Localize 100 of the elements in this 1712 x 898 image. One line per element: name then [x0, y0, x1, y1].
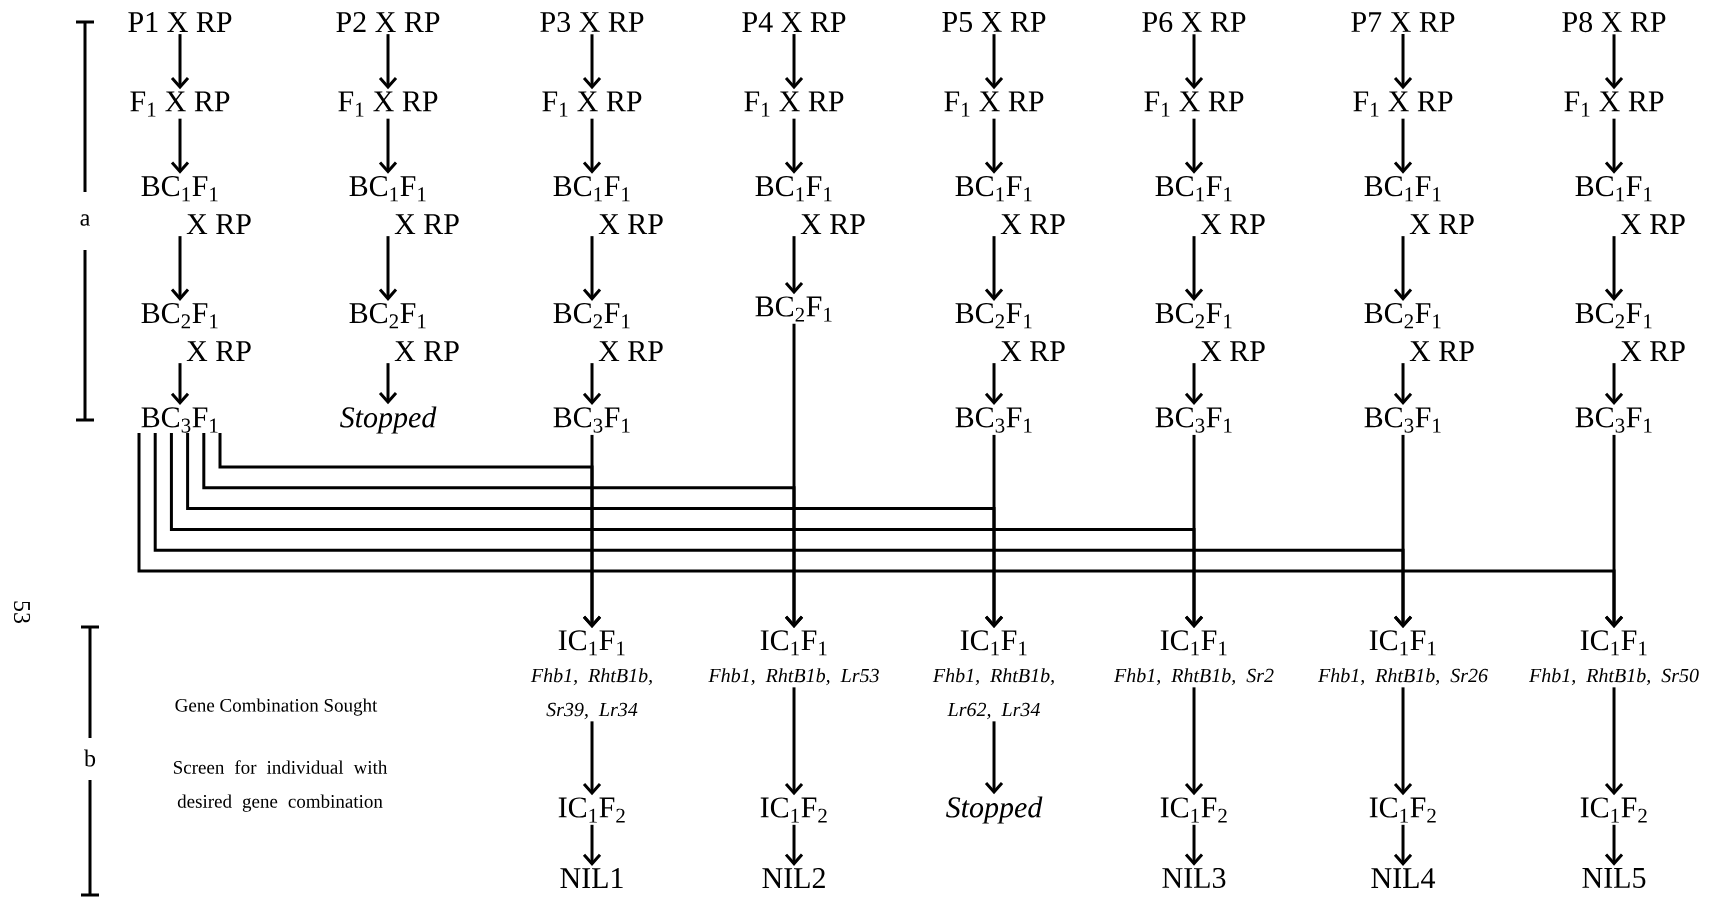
generation-label: BC$_{2}$F$_{1}$ X RP — [1155, 303, 1265, 361]
generation-label: BC$_{2}$F$_{1}$ X RP — [141, 303, 251, 361]
arrow — [784, 236, 804, 295]
section-letter: a — [80, 214, 90, 226]
generation-label: F$_{1}$ X RP — [1144, 91, 1244, 117]
generation-label: F$_{1}$ X RP — [542, 91, 642, 117]
generation-label: F$_{1}$ X RP — [130, 91, 230, 117]
generation-label: BC$_{2}$F$_{1}$ X RP — [349, 303, 459, 361]
arrow — [582, 236, 602, 301]
generation-label: P5 X RP — [942, 12, 1046, 32]
arrow — [1184, 236, 1204, 301]
arrow — [582, 363, 602, 406]
generation-label: BC$_{3}$F$_{1}$ — [1575, 407, 1652, 433]
generation-label: BC$_{1}$F$_{1}$ X RP — [1155, 176, 1265, 234]
generation-label: BC$_{2}$F$_{1}$ X RP — [1364, 303, 1474, 361]
side-note: Gene Combination Sought — [175, 698, 378, 716]
generation-label: P3 X RP — [540, 11, 644, 33]
generation-label: F$_{1}$ X RP — [338, 91, 438, 117]
arrow — [984, 236, 1004, 301]
generation-label: BC$_{2}$F$_{1}$ X RP — [553, 303, 663, 361]
arrow — [582, 824, 602, 866]
arrow — [984, 34, 1004, 90]
generation-label: IC$_{1}$F$_{1}$ Fhb1, RhtB1b, Lr53 — [708, 630, 879, 686]
generation-label: NIL3 — [1162, 867, 1226, 889]
generation-label: BC$_{1}$F$_{1}$ X RP — [349, 176, 459, 234]
generation-label: F$_{1}$ X RP — [744, 91, 844, 117]
generation-label: BC$_{2}$F$_{1}$ X RP — [1575, 303, 1685, 361]
arrow — [1393, 824, 1413, 866]
side-note: Screen for individual with desired gene combination — [173, 760, 388, 812]
arrow — [170, 236, 190, 301]
arrow — [1184, 363, 1204, 406]
generation-label: P8 X RP — [1562, 11, 1666, 33]
generation-label: P7 X RP — [1351, 12, 1455, 32]
generation-label: NIL4 — [1371, 868, 1436, 888]
generation-label: IC$_{1}$F$_{1}$ Fhb1, RhtB1b, Sr2 — [1113, 630, 1274, 686]
arrow — [378, 34, 398, 90]
generation-label: IC$_{1}$F$_{1}$ Fhb1, RhtB1b, Sr39, Lr34 — [530, 630, 652, 720]
arrow — [1604, 118, 1624, 174]
generation-label: NIL5 — [1582, 868, 1646, 888]
arrow — [582, 434, 602, 628]
arrow — [784, 687, 804, 796]
arrow — [582, 34, 602, 90]
arrow — [1393, 434, 1413, 628]
arrow — [1393, 236, 1413, 301]
arrow — [984, 721, 1004, 795]
generation-label: IC$_{1}$F$_{2}$ — [1160, 797, 1227, 823]
generation-label: P6 X RP — [1142, 11, 1246, 33]
generation-label: F$_{1}$ X RP — [1564, 91, 1664, 117]
generation-label: IC$_{1}$F$_{1}$ Fhb1, RhtB1b, Lr62, Lr34 — [932, 630, 1054, 720]
arrow — [784, 824, 804, 866]
arrow — [1184, 434, 1204, 628]
generation-label: IC$_{1}$F$_{1}$ Fhb1, RhtB1b, Sr26 — [1317, 630, 1488, 686]
generation-label: BC$_{1}$F$_{1}$ X RP — [755, 176, 865, 234]
stopped-label: Stopped — [340, 406, 437, 434]
generation-label: BC$_{3}$F$_{1}$ — [141, 407, 218, 433]
generation-label: P4 X RP — [742, 12, 846, 32]
generation-label: BC$_{3}$F$_{1}$ — [1155, 407, 1232, 433]
generation-label: BC$_{1}$F$_{1}$ X RP — [141, 176, 251, 234]
generation-label: BC$_{2}$F$_{1}$ X RP — [955, 303, 1065, 361]
section-letter: b — [84, 749, 96, 767]
arrow — [1604, 34, 1624, 90]
arrow — [378, 363, 398, 405]
generation-label: BC$_{1}$F$_{1}$ X RP — [1364, 176, 1474, 234]
generation-label: P2 X RP — [336, 12, 440, 32]
generation-label: IC$_{1}$F$_{1}$ Fhb1, RhtB1b, Sr50 — [1528, 630, 1699, 686]
arrow — [1184, 687, 1204, 796]
generation-label: BC$_{3}$F$_{1}$ — [553, 407, 630, 433]
arrow — [784, 34, 804, 90]
generation-label: BC$_{2}$F$_{1}$ — [755, 296, 832, 322]
arrow — [1393, 34, 1413, 90]
arrow — [1393, 687, 1413, 796]
generation-label: NIL2 — [762, 868, 825, 888]
generation-label: IC$_{1}$F$_{2}$ — [1580, 797, 1647, 823]
generation-label: NIL1 — [560, 868, 623, 888]
arrow — [1604, 236, 1624, 301]
generation-label: IC$_{1}$F$_{2}$ — [558, 797, 625, 823]
arrow — [1184, 118, 1204, 174]
arrow — [170, 34, 190, 90]
generation-label: BC$_{3}$F$_{1}$ — [1364, 407, 1441, 433]
arrow — [1184, 34, 1204, 90]
arrow — [784, 118, 804, 174]
generation-label: BC$_{1}$F$_{1}$ X RP — [955, 176, 1065, 234]
arrow — [582, 118, 602, 174]
arrow — [378, 236, 398, 301]
arrow — [984, 434, 1004, 628]
page-number: 53 — [13, 601, 31, 624]
arrow — [1393, 363, 1413, 406]
generation-label: BC$_{1}$F$_{1}$ X RP — [553, 176, 663, 234]
stopped-label: Stopped — [946, 796, 1043, 824]
arrow — [984, 118, 1004, 174]
generation-label: IC$_{1}$F$_{2}$ — [760, 797, 827, 823]
arrow — [582, 721, 602, 796]
arrow — [170, 363, 190, 406]
generation-label: IC$_{1}$F$_{2}$ — [1369, 797, 1436, 823]
arrow — [1604, 434, 1624, 628]
arrow — [984, 363, 1004, 406]
arrow — [784, 323, 804, 628]
arrow — [1604, 363, 1624, 406]
arrow — [1184, 824, 1204, 866]
generation-label: BC$_{3}$F$_{1}$ — [955, 407, 1032, 433]
